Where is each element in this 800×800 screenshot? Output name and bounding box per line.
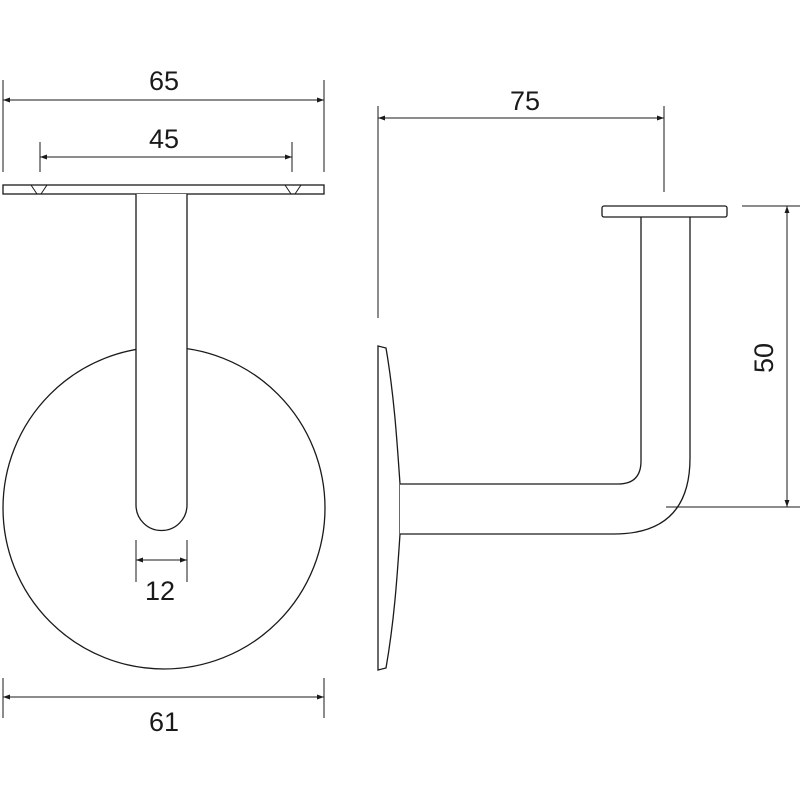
- side-view: 75 50: [377, 86, 800, 671]
- dim-12-label: 12: [145, 576, 175, 606]
- side-top-plate: [601, 205, 728, 218]
- front-plate-countersink-left: [30, 184, 48, 195]
- dim-45-label: 45: [149, 124, 179, 154]
- dim-65-label: 65: [149, 66, 179, 96]
- dim-61-label: 61: [149, 707, 179, 737]
- side-wall-flange: [377, 345, 401, 671]
- dimension-65: 65: [2, 66, 325, 172]
- dimension-50: 50: [666, 205, 800, 508]
- side-l-arm: [400, 215, 691, 535]
- dimension-12: 12: [135, 540, 188, 606]
- dimension-45: 45: [39, 124, 293, 172]
- front-view: 65 45 12 61: [2, 66, 326, 737]
- front-top-plate: [2, 184, 325, 195]
- dimension-75: 75: [377, 86, 665, 318]
- dim-50-label: 50: [749, 343, 779, 373]
- front-plate-countersink-right: [284, 184, 302, 195]
- front-vertical-arm: [135, 194, 188, 532]
- dim-75-label: 75: [510, 86, 540, 116]
- dimension-61: 61: [2, 678, 325, 737]
